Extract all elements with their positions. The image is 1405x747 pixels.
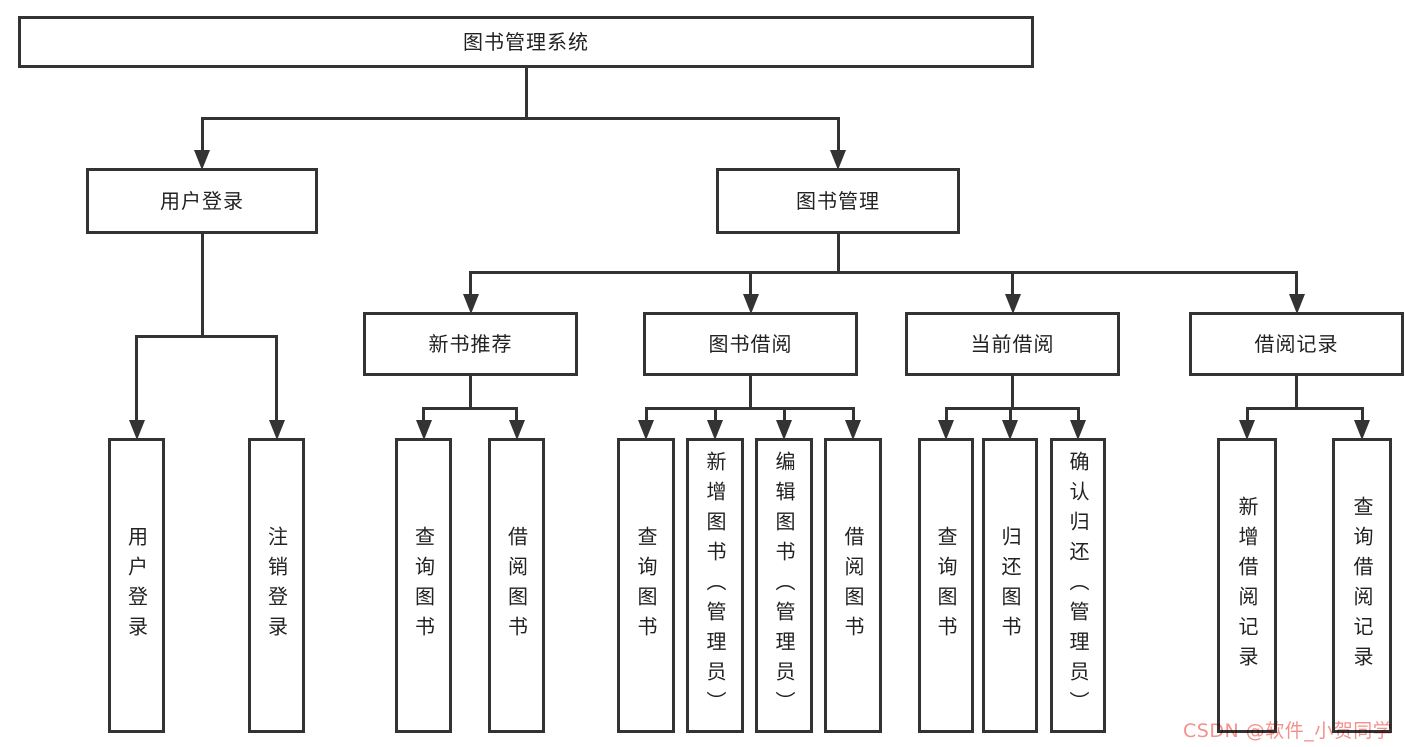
tree-node-l2: 注销登录 (248, 438, 305, 733)
connector-line (422, 408, 425, 420)
connector-line (1011, 376, 1014, 408)
connector-line (200, 116, 840, 120)
tree-node-l11: 确认归还（管理员） (1050, 438, 1106, 733)
connector-line (200, 234, 204, 336)
connector-arrow (1070, 420, 1086, 440)
tree-node-l6: 新增图书（管理员） (686, 438, 744, 733)
connector-arrow (508, 420, 525, 440)
tree-node-l3: 查询图书 (395, 438, 452, 733)
tree-node-l5: 查询图书 (617, 438, 675, 733)
connector-line (200, 118, 204, 150)
tree-node-l4: 借阅图书 (488, 438, 545, 733)
tree-node-label: 借阅记录 (1254, 332, 1339, 356)
connector-line (1360, 408, 1364, 420)
connector-line (1076, 408, 1080, 420)
connector-arrow (776, 420, 792, 440)
tree-node-borrow: 图书借阅 (643, 312, 858, 376)
connector-line (944, 406, 1080, 410)
connector-line (135, 334, 278, 338)
tree-node-label: 查询图书 (634, 525, 658, 646)
tree-node-rec: 新书推荐 (363, 312, 578, 376)
tree-node-label: 图书借阅 (708, 332, 793, 356)
tree-node-label: 确认归还（管理员） (1066, 450, 1090, 721)
connector-arrow (938, 420, 954, 440)
connector-line (469, 270, 1298, 274)
connector-arrow (830, 150, 846, 170)
tree-node-login: 用户登录 (86, 168, 318, 234)
tree-node-label: 查询借阅记录 (1350, 495, 1374, 676)
connector-line (1008, 408, 1012, 420)
tree-node-label: 新增借阅记录 (1235, 495, 1259, 676)
connector-arrow (415, 420, 432, 440)
connector-line (749, 272, 752, 294)
tree-node-label: 借阅图书 (504, 525, 529, 646)
tree-node-label: 用户登录 (124, 525, 149, 646)
tree-node-label: 图书管理 (796, 189, 880, 213)
tree-node-record: 借阅记录 (1189, 312, 1404, 376)
connector-line (469, 272, 472, 294)
tree-node-label: 借阅图书 (841, 525, 865, 646)
connector-line (713, 408, 717, 420)
connector-arrow (268, 420, 285, 440)
tree-node-mgmt: 图书管理 (716, 168, 960, 234)
tree-node-label: 新书推荐 (428, 332, 513, 356)
tree-node-l7: 编辑图书（管理员） (755, 438, 813, 733)
connector-line (515, 408, 518, 420)
tree-node-root: 图书管理系统 (18, 16, 1034, 68)
connector-line (851, 408, 855, 420)
csdn-watermark: CSDN @软件_小贺同学 (1183, 720, 1393, 742)
tree-node-label: 编辑图书（管理员） (772, 450, 796, 721)
connector-arrow (1239, 420, 1255, 440)
connector-line (1245, 408, 1249, 420)
tree-node-current: 当前借阅 (905, 312, 1120, 376)
connector-line (836, 118, 840, 150)
tree-node-l13: 查询借阅记录 (1332, 438, 1392, 733)
connector-arrow (1354, 420, 1370, 440)
connector-arrow (1004, 294, 1021, 314)
tree-node-label: 注销登录 (264, 525, 289, 646)
connector-arrow (462, 294, 479, 314)
tree-node-l8: 借阅图书 (824, 438, 882, 733)
connector-line (422, 406, 518, 410)
tree-node-label: 用户登录 (160, 189, 244, 213)
connector-line (275, 336, 278, 420)
connector-line (782, 408, 786, 420)
tree-node-label: 查询图书 (934, 525, 958, 646)
connector-line (469, 376, 472, 408)
connector-line (1295, 272, 1298, 294)
tree-node-label: 当前借阅 (970, 332, 1055, 356)
connector-line (1011, 272, 1014, 294)
connector-arrow (638, 420, 654, 440)
connector-line (524, 68, 528, 118)
tree-node-l9: 查询图书 (918, 438, 974, 733)
connector-line (644, 408, 648, 420)
tree-node-label: 新增图书（管理员） (703, 450, 727, 721)
connector-arrow (707, 420, 723, 440)
connector-line (1245, 406, 1364, 410)
tree-node-label: 归还图书 (998, 525, 1022, 646)
tree-node-label: 图书管理系统 (463, 30, 589, 54)
connector-arrow (742, 294, 759, 314)
tree-node-label: 查询图书 (411, 525, 436, 646)
connector-line (135, 336, 138, 420)
connector-arrow (1288, 294, 1305, 314)
tree-node-l12: 新增借阅记录 (1217, 438, 1277, 733)
connector-line (644, 406, 855, 410)
connector-line (1295, 376, 1298, 408)
connector-line (749, 376, 752, 408)
connector-arrow (194, 150, 210, 170)
tree-node-l10: 归还图书 (982, 438, 1038, 733)
connector-line (836, 234, 840, 272)
connector-line (944, 408, 948, 420)
connector-arrow (128, 420, 145, 440)
tree-node-l1: 用户登录 (108, 438, 165, 733)
connector-arrow (845, 420, 861, 440)
connector-arrow (1002, 420, 1018, 440)
